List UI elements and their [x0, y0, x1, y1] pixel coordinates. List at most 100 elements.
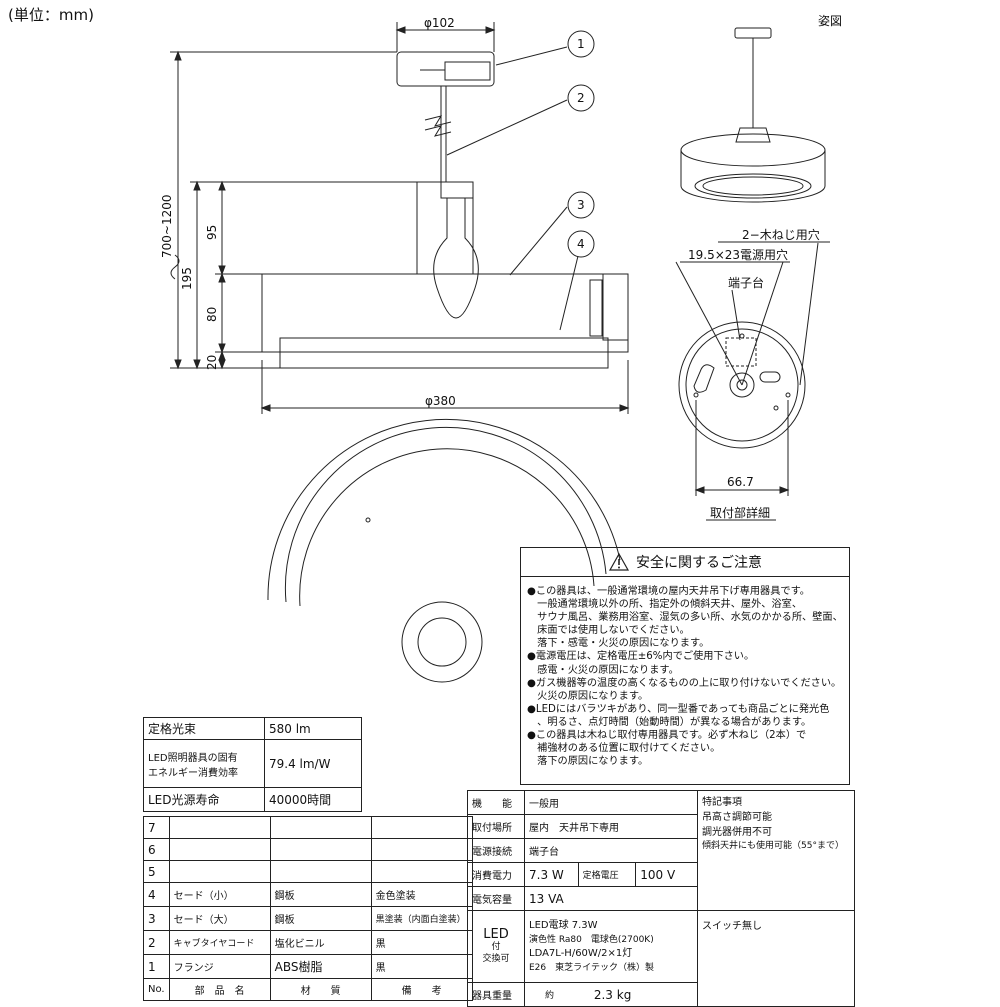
part-name: フランジ: [168, 954, 271, 979]
part-no: 3: [143, 906, 170, 931]
part-note: [370, 816, 473, 839]
callout-1-circle: [567, 30, 595, 58]
header-name: 部 品 名: [168, 978, 271, 1001]
flange-inner: [444, 61, 491, 81]
special-title: 特記事項: [702, 797, 742, 808]
front-view: [170, 22, 630, 414]
led-line: E26 東芝ライテック（株）製: [529, 962, 654, 973]
safety-notice-title: 安全に関するご注意: [636, 555, 762, 571]
part-name: セード（小）: [168, 882, 271, 907]
function-label: 機 能: [467, 790, 525, 815]
dim-phi102: φ102: [424, 16, 455, 30]
special-line: 吊高さ調節可能: [702, 812, 772, 823]
parts-header-row: No. 部 品 名 材 質 備 考: [143, 978, 473, 1001]
mount-outer: [678, 321, 806, 449]
notice-line: ●この器具は木ねじ取付専用器具です。必ず木ねじ（2本）で: [527, 730, 807, 742]
notice-line: ●ガス機器等の温度の高くなるものの上に取り付けないでください。: [527, 677, 842, 689]
part-material: 塩化ビニル: [269, 930, 372, 955]
figure-label: 姿図: [818, 14, 843, 28]
dim-height-range: 700~1200: [160, 194, 174, 259]
unit-label: (単位：mm): [8, 6, 94, 24]
screw-holes-label: 2−木ねじ用穴: [742, 228, 820, 242]
notice-line: 火災の原因になります。: [527, 690, 649, 702]
terminal-label: 端子台: [728, 276, 765, 290]
dim-66-7: 66.7: [727, 475, 754, 489]
part-material: 鋼板: [269, 906, 372, 931]
header-no: No.: [143, 978, 170, 1001]
part-material: 鋼板: [269, 882, 372, 907]
notice-line: ●LEDにはバラツキがあり、同一型番であっても商品ごとに発光色: [527, 703, 830, 715]
part-note: [370, 838, 473, 861]
power-hole-label: 19.5×23電源用穴: [688, 248, 789, 262]
notice-line: 補強材のある位置に取付けてください。: [527, 743, 721, 755]
warning-icon: [608, 552, 630, 571]
part-note: 黒: [370, 954, 473, 979]
mount-detail-label: 取付部詳細: [710, 506, 771, 520]
bottom-view: [267, 418, 621, 683]
function-value: 一般用: [524, 790, 698, 815]
part-no: 4: [143, 882, 170, 907]
mount-detail: [675, 241, 830, 521]
table-row: 4 セード（小） 鋼板 金色塗装: [143, 882, 473, 907]
part-name: [168, 838, 271, 861]
part-note: 金色塗装: [370, 882, 473, 907]
led-label-2: 付: [491, 941, 501, 952]
part-no: 5: [143, 860, 170, 883]
part-no: 6: [143, 838, 170, 861]
dim-20: 20: [205, 354, 219, 370]
special-notes: 特記事項 吊高さ調節可能 調光器併用不可 傾斜天井にも使用可能（55°まで）: [697, 790, 855, 911]
weight-value-cell: 約 2.3 kg: [524, 982, 698, 1007]
voltage-value: 100 V: [635, 862, 698, 887]
part-note: 黒: [370, 930, 473, 955]
callout-1: 1: [577, 37, 585, 51]
part-material: [269, 860, 372, 883]
part-no: 1: [143, 954, 170, 979]
notice-line: 落下・感電・火災の原因になります。: [527, 638, 710, 650]
parts-table: 7 6 5 4 セード（小） 鋼板 金色塗装 3 セード（大） 鋼板 黒塗装（内…: [143, 816, 473, 1001]
part-name: [168, 860, 271, 883]
bulb: [433, 197, 479, 319]
table-row: 6: [143, 838, 473, 861]
location-value: 屋内 天井吊下専用: [524, 814, 698, 839]
table-row: 2 キャブタイヤコード 塩化ビニル 黒: [143, 930, 473, 955]
performance-table: 定格光束 580 lm LED照明器具の固有 エネルギー消費効率 79.4 lm…: [143, 717, 362, 812]
capacity-value: 13 VA: [524, 886, 698, 911]
small-shade: [279, 337, 609, 369]
efficiency-label-line1: LED照明器具の固有: [148, 752, 238, 764]
header-note: 備 考: [370, 978, 473, 1001]
led-label: LED 付 交換可: [467, 910, 525, 983]
connection-label: 電源接続: [467, 838, 525, 863]
efficiency-label: LED照明器具の固有 エネルギー消費効率: [143, 739, 265, 788]
safety-notice: 安全に関するご注意 ●この器具は、一般通常環境の屋内天井吊下げ専用器具です。 一…: [520, 547, 850, 785]
table-row: 5: [143, 860, 473, 883]
notice-line: 落下の原因になります。: [527, 756, 649, 768]
voltage-label: 定格電圧: [577, 862, 637, 887]
part-no: 2: [143, 930, 170, 955]
part-material: ABS樹脂: [269, 954, 372, 979]
spec-table: 機 能 一般用 特記事項 吊高さ調節可能 調光器併用不可 傾斜天井にも使用可能（…: [467, 790, 855, 1007]
notice-line: 感電・火災の原因になります。: [527, 664, 679, 676]
callout-2: 2: [577, 91, 585, 105]
dim-phi380: φ380: [425, 394, 456, 408]
capacity-label: 電気容量: [467, 886, 525, 911]
switch-note: スイッチ無し: [697, 910, 855, 1007]
table-row: 3 セード（大） 鋼板 黒塗装（内面白塗装）: [143, 906, 473, 931]
part-note: [370, 860, 473, 883]
header-material: 材 質: [269, 978, 372, 1001]
power-value: 7.3 W: [524, 862, 579, 887]
led-label-1: LED: [483, 926, 509, 942]
notice-line: ●この器具は、一般通常環境の屋内天井吊下げ専用器具です。: [527, 586, 810, 597]
weight-prefix: 約: [545, 990, 555, 1001]
led-line: 演色性 Ra80 電球色(2700K): [529, 934, 654, 945]
led-line: LED電球 7.3W: [529, 919, 598, 931]
dim-95: 95: [205, 224, 219, 240]
weight-value: 2.3 kg: [593, 987, 632, 1002]
efficiency-value: 79.4 lm/W: [264, 739, 362, 788]
notice-line: 、明るさ、点灯時間（始動時間）が異なる場合があります。: [527, 716, 812, 728]
part-no: 7: [143, 816, 170, 839]
life-value: 40000時間: [264, 787, 362, 812]
notice-line: 床面では使用しないでください。: [527, 625, 690, 637]
callout-3: 3: [577, 198, 585, 212]
notice-line: サウナ風呂、業務用浴室、湿気の多い所、水気のかかる所、壁面、: [527, 612, 843, 624]
